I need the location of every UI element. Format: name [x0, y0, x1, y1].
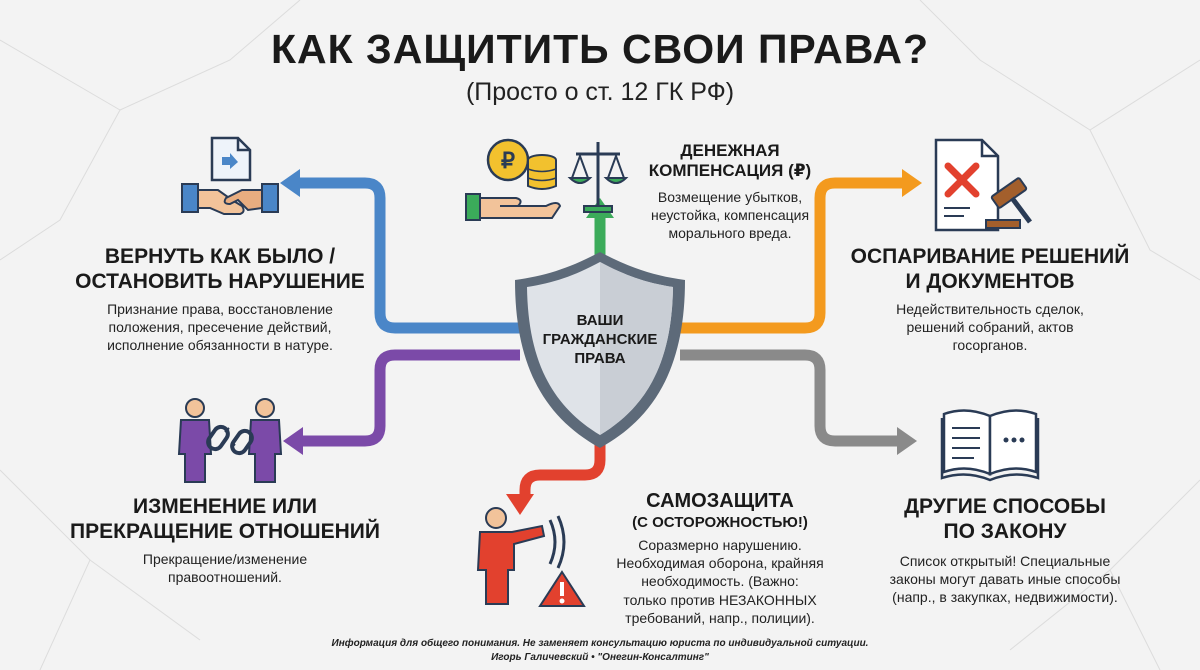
selfdefense-arrowhead: [506, 494, 534, 515]
open-book-icon: [940, 409, 1040, 482]
restore-heading: ВЕРНУТЬ КАК БЫЛО / ОСТАНОВИТЬ НАРУШЕНИЕ: [75, 245, 365, 294]
selfdefense-subheading: (С ОСТОРОЖНОСТЬЮ!): [632, 514, 808, 531]
compensation-heading: ДЕНЕЖНАЯ КОМПЕНСАЦИЯ (₽): [648, 141, 812, 181]
change-description: Прекращение/изменение правоотношений.: [142, 551, 308, 586]
dispute-arrowhead: [902, 169, 922, 197]
other-heading: ДРУГИЕ СПОСОБЫ ПО ЗАКОНУ: [904, 495, 1106, 544]
selfdefense-connector: [519, 440, 606, 497]
compensation-description: Возмещение убытков, неустойка, компенсац…: [650, 189, 810, 242]
person-warning-icon: [476, 507, 586, 607]
selfdefense-description: Соразмерно нарушению. Необходимая оборон…: [616, 537, 824, 626]
selfdefense-heading: САМОЗАЩИТА: [646, 490, 794, 512]
other-arrowhead: [897, 427, 917, 455]
change-connector: [300, 349, 520, 447]
footer-disclaimer: Информация для общего понимания. Не заме…: [331, 638, 869, 649]
people-broken-chain-icon: [177, 398, 283, 483]
page-title: КАК ЗАЩИТИТЬ СВОИ ПРАВА?: [271, 26, 929, 72]
other-description: Список открытый! Специальные законы могу…: [889, 553, 1121, 606]
restore-description: Признание права, восстановление положени…: [107, 301, 333, 354]
change-arrowhead: [283, 427, 303, 455]
shield-label: ВАШИ ГРАЖДАНСКИЕ ПРАВА: [542, 312, 658, 367]
document-gavel-icon: [934, 138, 1032, 232]
other-connector: [680, 349, 900, 447]
coins-scales-icon: ₽: [465, 138, 629, 221]
dispute-connector: [680, 177, 905, 334]
handshake-document-icon: [181, 136, 279, 215]
restore-arrowhead: [280, 169, 300, 197]
dispute-heading: ОСПАРИВАНИЕ РЕШЕНИЙ И ДОКУМЕНТОВ: [850, 245, 1130, 294]
restore-connector: [295, 177, 520, 334]
dispute-description: Недействительность сделок, решений собра…: [896, 301, 1084, 354]
shield-icon: [515, 252, 685, 448]
footer-author: Игорь Галичевский • "Онегин-Консалтинг": [491, 652, 709, 663]
change-heading: ИЗМЕНЕНИЕ ИЛИ ПРЕКРАЩЕНИЕ ОТНОШЕНИЙ: [70, 495, 380, 544]
page-subtitle: (Просто о ст. 12 ГК РФ): [465, 78, 735, 106]
svg-text:₽: ₽: [501, 148, 515, 173]
